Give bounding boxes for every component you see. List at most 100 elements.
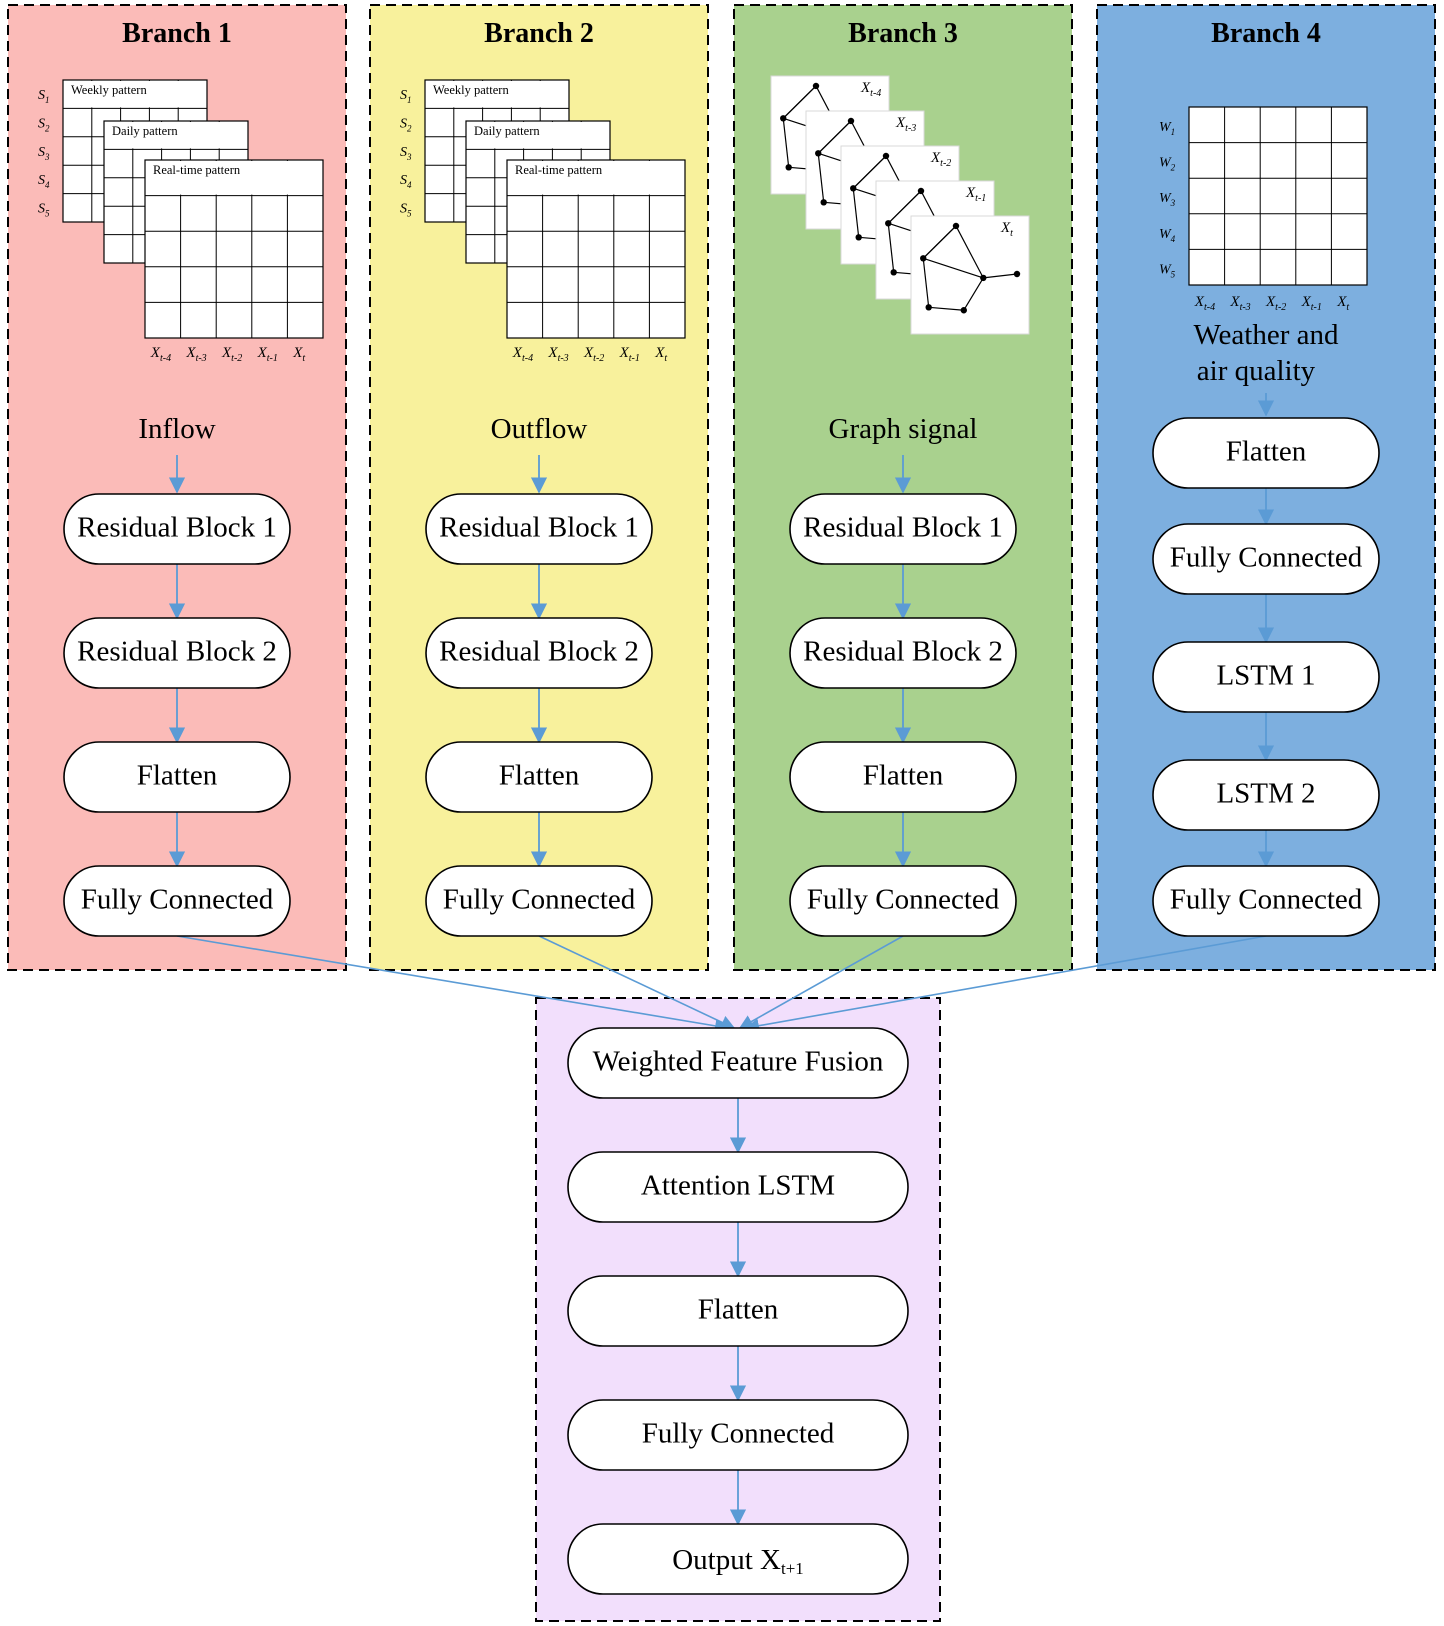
fusion-node-2: Attention LSTM	[567, 1151, 909, 1223]
row-label: W3	[1159, 191, 1176, 208]
col-label: Xt	[1336, 294, 1349, 313]
col-label: Xt-1	[1301, 294, 1322, 313]
input-stacked-graphs: Xt-4Xt-3Xt-2Xt-1Xt	[770, 75, 1030, 335]
branch1-node-2-label: Residual Block 2	[77, 636, 277, 668]
branch2-node-2-shape	[425, 617, 653, 689]
branch4-node-1: Flatten	[1152, 417, 1380, 489]
input-label: Graph signal	[829, 413, 978, 445]
merge-arrow-branch-2	[538, 935, 736, 1029]
col-label: Xt	[654, 345, 667, 364]
branch3-node-2-shape	[789, 617, 1017, 689]
row-label: W5	[1159, 262, 1176, 279]
branch2-node-1: Residual Block 1	[425, 493, 653, 565]
row-label: S1	[400, 88, 412, 105]
graph-label: Xt	[1000, 220, 1013, 239]
fusion-node-5: Output Xt+1	[567, 1523, 909, 1595]
input-label-line1: Weather and	[1194, 319, 1340, 351]
row-label: W2	[1159, 156, 1176, 173]
fusion-node-2-shape	[567, 1151, 909, 1223]
input-label: Inflow	[138, 413, 215, 445]
row-label: S4	[400, 173, 412, 190]
pattern-grid-3: Real-time pattern	[144, 159, 324, 339]
pattern-label: Real-time pattern	[515, 163, 603, 177]
fusion-node-3-label: Flatten	[698, 1294, 779, 1326]
pattern-label: Weekly pattern	[71, 83, 147, 97]
row-label: S3	[400, 145, 412, 162]
col-label: Xt-3	[1229, 294, 1250, 313]
branch2-node-1-label: Residual Block 1	[439, 512, 639, 544]
col-label: Xt-2	[1265, 294, 1286, 313]
graph-label: Xt-4	[860, 80, 881, 99]
branch4-node-5: Fully Connected	[1152, 865, 1380, 937]
branch3-node-1: Residual Block 1	[789, 493, 1017, 565]
fusion-node-1-label: Weighted Feature Fusion	[593, 1046, 884, 1078]
branch3-node-3-shape	[789, 741, 1017, 813]
branch3-node-3: Flatten	[789, 741, 1017, 813]
branch2-node-4-shape	[425, 865, 653, 937]
col-label: Xt-2	[583, 345, 604, 364]
branch1-node-2-shape	[63, 617, 291, 689]
row-label: W4	[1159, 227, 1176, 244]
graph-label: Xt-2	[930, 150, 951, 169]
branch2-node-4-label: Fully Connected	[443, 884, 636, 916]
col-label: Xt-1	[257, 345, 278, 364]
merge-arrow-branch-3	[738, 935, 904, 1029]
col-label: Xt-4	[1194, 294, 1215, 313]
row-label: S4	[38, 173, 50, 190]
row-label: S3	[38, 145, 50, 162]
branch3-node-4-shape	[789, 865, 1017, 937]
fusion-node-1: Weighted Feature Fusion	[567, 1027, 909, 1099]
branch3-node-2-label: Residual Block 2	[803, 636, 1003, 668]
branch2-node-3-shape	[425, 741, 653, 813]
branch1-node-4: Fully Connected	[63, 865, 291, 937]
row-label: W1	[1159, 120, 1175, 137]
input-label: Outflow	[491, 413, 588, 445]
branch3-node-2: Residual Block 2	[789, 617, 1017, 689]
branch4-node-5-label: Fully Connected	[1170, 884, 1363, 916]
row-label: S2	[38, 116, 50, 133]
branch-title: Branch 3	[848, 18, 958, 49]
branch3-node-1-shape	[789, 493, 1017, 565]
branch1-node-4-shape	[63, 865, 291, 937]
pattern-label: Real-time pattern	[153, 163, 241, 177]
col-label: Xt-4	[512, 345, 533, 364]
col-label: Xt-2	[221, 345, 242, 364]
fusion-node-shape	[567, 1523, 909, 1595]
branch2-node-4: Fully Connected	[425, 865, 653, 937]
pattern-label: Weekly pattern	[433, 83, 509, 97]
graph-label: Xt-1	[965, 185, 986, 204]
branch2-node-1-shape	[425, 493, 653, 565]
fusion-node-3-shape	[567, 1275, 909, 1347]
col-label: Xt-3	[185, 345, 206, 364]
pattern-label: Daily pattern	[112, 124, 178, 138]
row-label: S1	[38, 88, 50, 105]
graph-frame-5: Xt	[910, 215, 1030, 335]
fusion-node-3: Flatten	[567, 1275, 909, 1347]
fusion-node-4-shape	[567, 1399, 909, 1471]
row-label: S5	[400, 202, 412, 219]
branch4-node-3-label: LSTM 1	[1216, 660, 1315, 692]
branch1-node-1: Residual Block 1	[63, 493, 291, 565]
branch1-node-1-shape	[63, 493, 291, 565]
branch4-node-5-shape	[1152, 865, 1380, 937]
branch4-node-2-label: Fully Connected	[1170, 542, 1363, 574]
pattern-label: Daily pattern	[474, 124, 540, 138]
col-label: Xt-4	[150, 345, 171, 364]
row-label: S5	[38, 202, 50, 219]
row-label: S2	[400, 116, 412, 133]
branch2-node-2: Residual Block 2	[425, 617, 653, 689]
branch1-node-3-label: Flatten	[137, 760, 218, 792]
branch-title: Branch 1	[122, 18, 232, 49]
branch3-node-1-label: Residual Block 1	[803, 512, 1003, 544]
branch1-node-3-shape	[63, 741, 291, 813]
branch2-node-3: Flatten	[425, 741, 653, 813]
fusion-node-1-shape	[567, 1027, 909, 1099]
branch2-node-3-label: Flatten	[499, 760, 580, 792]
branch4-node-4-shape	[1152, 759, 1380, 831]
branch4-node-2: Fully Connected	[1152, 523, 1380, 595]
branch4-node-3: LSTM 1	[1152, 641, 1380, 713]
